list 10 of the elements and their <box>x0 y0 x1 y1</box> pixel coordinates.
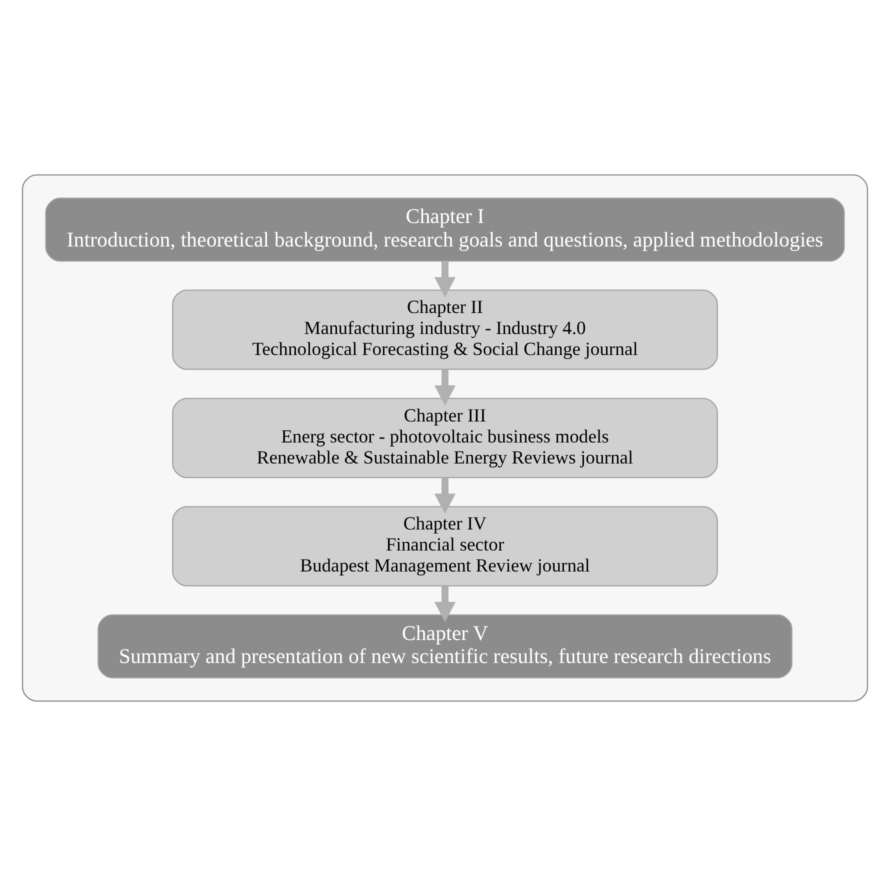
arrow <box>434 477 456 514</box>
arrow <box>434 586 456 622</box>
cluster <box>22 174 868 702</box>
arrow <box>434 368 456 406</box>
node-box: Chapter II Manufacturing industry - Industry 4.0 Technological Forecasting & Social Change journal <box>172 289 718 370</box>
node-box: Chapter V Summary and presentation of new scientific results, future research directions <box>98 614 792 678</box>
node-box: Chapter IV Financial sector Budapest Management Review journal <box>172 506 718 586</box>
node-box: Chapter III Energ sector - photovoltaic business models Renewable & Sustainable Energy Reviews journal <box>172 397 718 478</box>
arrow <box>434 260 456 297</box>
node-box: Chapter I Introduction, theoretical background, research goals and questions, applied methodologies <box>45 197 845 262</box>
